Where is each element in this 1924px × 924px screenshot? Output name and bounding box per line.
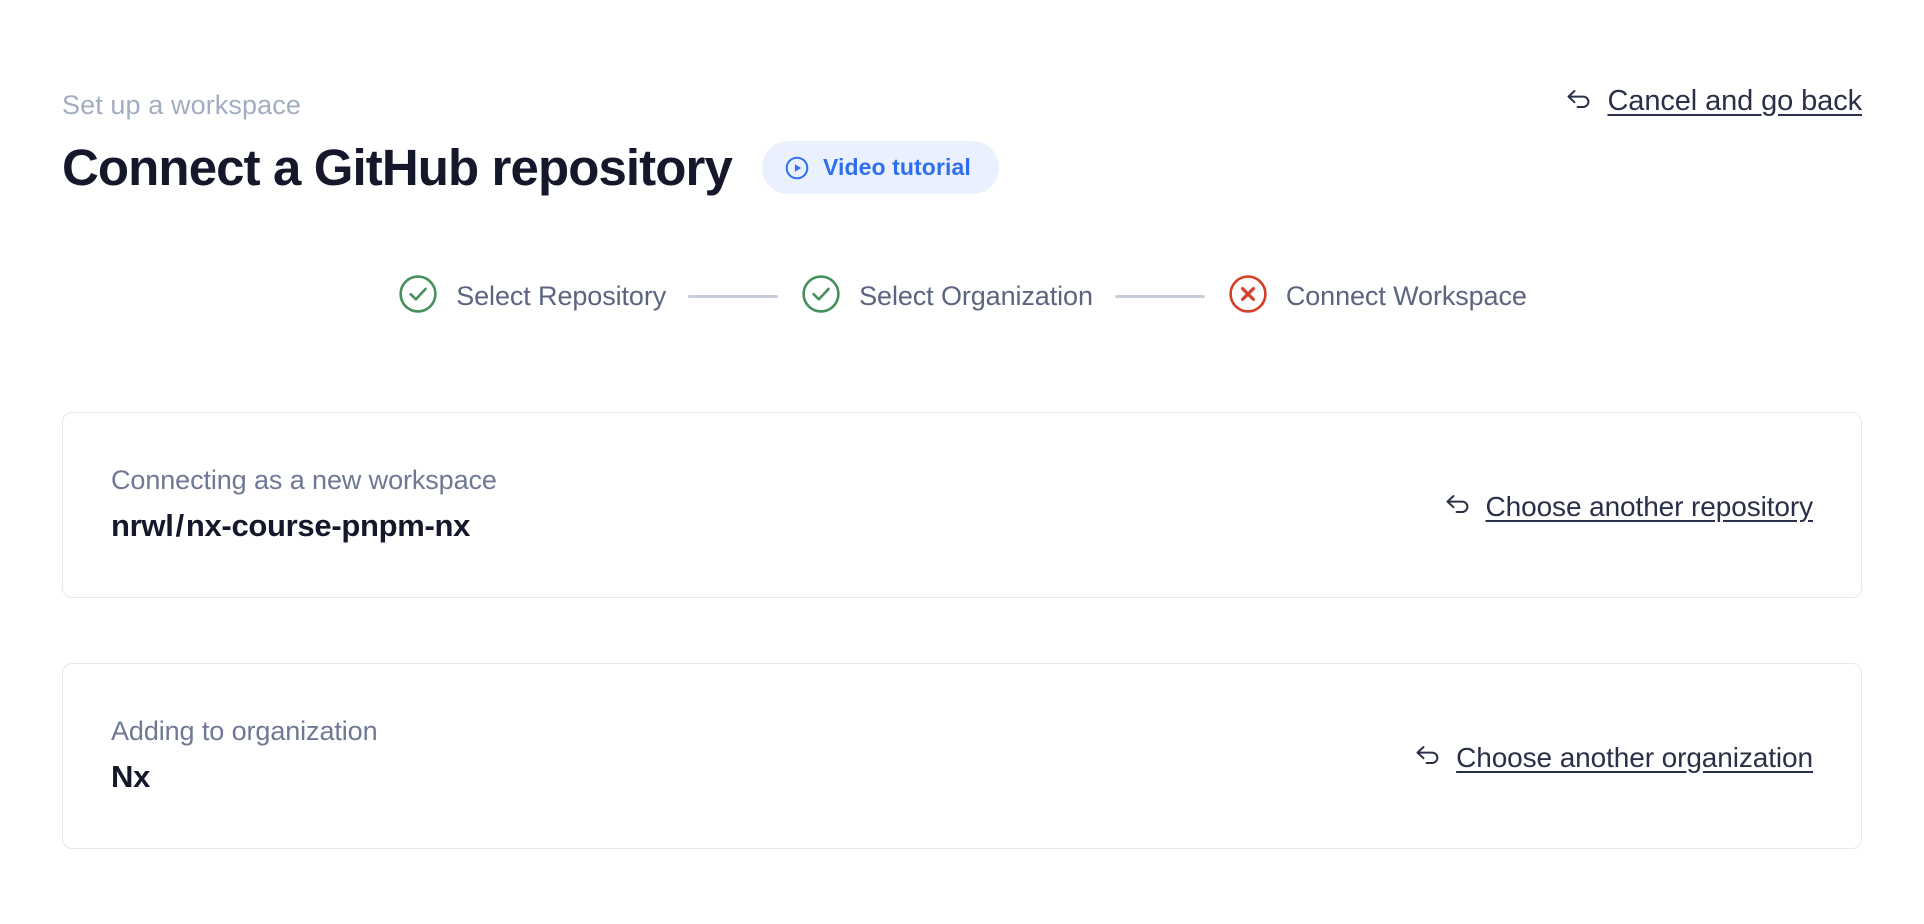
x-circle-icon [1227,273,1269,320]
organization-card-body: Adding to organization Nx [111,716,378,795]
title-row: Connect a GitHub repository Video tutori… [62,141,1862,195]
back-arrow-icon [1564,86,1594,117]
step-label: Connect Workspace [1285,280,1527,311]
step-label: Select Repository [456,280,667,311]
breadcrumb-eyebrow: Set up a workspace [62,90,301,120]
organization-card: Adding to organization Nx Choose another… [62,662,1862,849]
step-label: Select Organization [859,280,1093,311]
step-connector [1114,294,1205,298]
repository-card-value: nrwl/nx-course-pnpm-nx [111,508,497,544]
back-arrow-icon [1413,742,1443,773]
choose-another-organization-link[interactable]: Choose another organization [1413,742,1813,774]
cancel-and-go-back-label: Cancel and go back [1607,85,1862,117]
page-header: Set up a workspace Connect a GitHub repo… [62,0,1862,195]
back-arrow-icon [1443,491,1473,522]
step-connector [688,294,779,298]
repository-card-caption: Connecting as a new workspace [111,465,497,496]
repository-name: nx-course-pnpm-nx [185,508,471,544]
page-title: Connect a GitHub repository [62,139,733,196]
step-connect-workspace[interactable]: Connect Workspace [1227,273,1527,320]
play-circle-icon [784,155,810,181]
choose-another-repository-label: Choose another repository [1485,490,1814,522]
step-select-organization[interactable]: Select Organization [800,273,1093,320]
repository-card: Connecting as a new workspace nrwl/nx-co… [62,411,1862,598]
check-circle-icon [800,273,842,320]
choose-another-repository-link[interactable]: Choose another repository [1443,491,1813,523]
repository-separator: / [175,508,185,544]
choose-another-organization-label: Choose another organization [1456,741,1813,773]
check-circle-icon [397,273,439,320]
progress-stepper: Select Repository Select Organization Co… [62,273,1862,320]
video-tutorial-label: Video tutorial [822,154,971,181]
repository-owner: nrwl [111,508,174,544]
video-tutorial-button[interactable]: Video tutorial [761,141,999,195]
repository-card-body: Connecting as a new workspace nrwl/nx-co… [111,465,497,544]
cancel-and-go-back-link[interactable]: Cancel and go back [1564,85,1862,118]
organization-card-value: Nx [111,759,151,795]
organization-card-caption: Adding to organization [111,716,378,747]
step-select-repository[interactable]: Select Repository [397,273,666,320]
